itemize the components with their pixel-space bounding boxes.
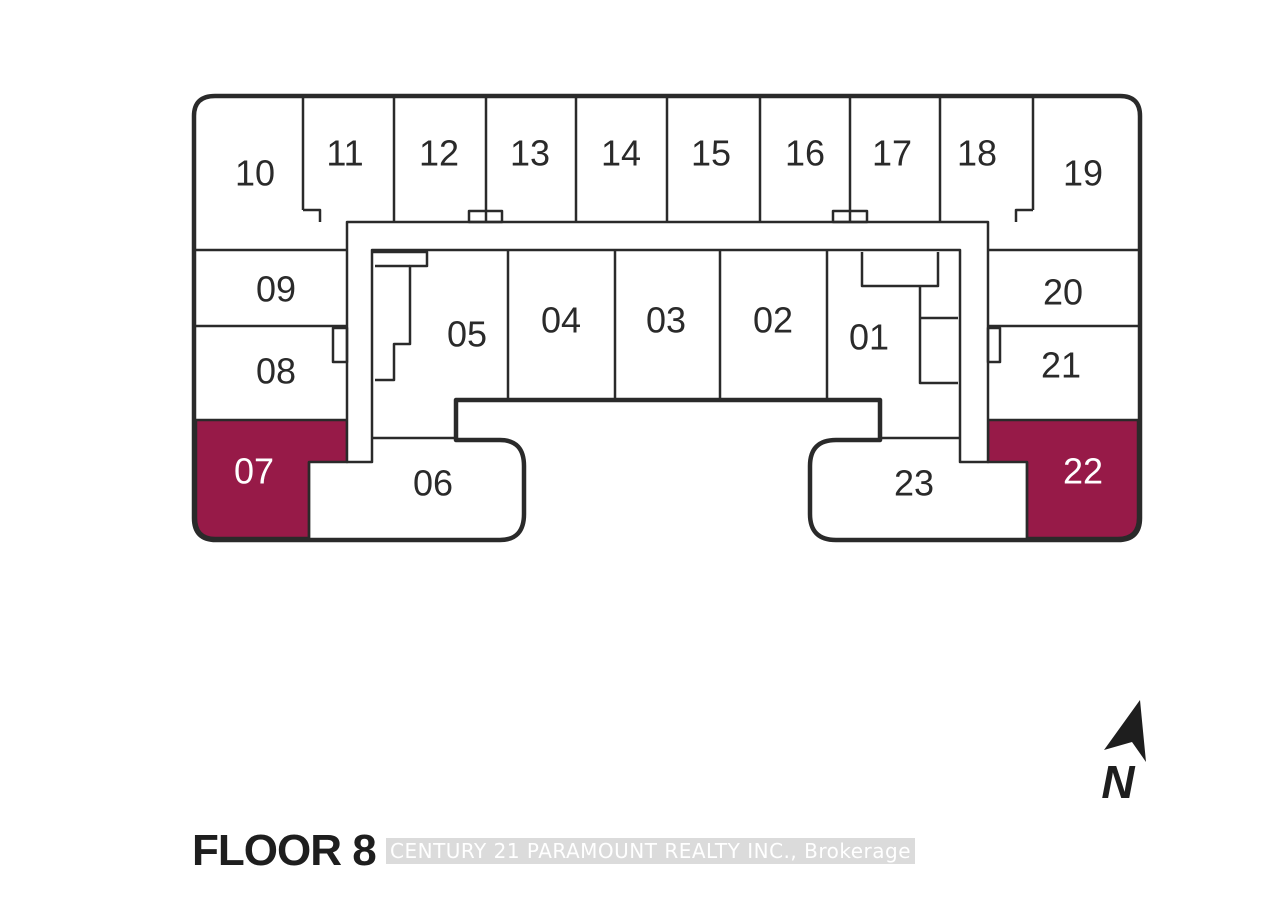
shaft [467, 209, 504, 224]
shaft [831, 209, 869, 224]
unit-label-16: 16 [785, 133, 825, 174]
core [372, 250, 429, 382]
unit-label-14: 14 [601, 133, 641, 174]
unit-label-11: 11 [326, 133, 363, 174]
unit-label-04: 04 [541, 300, 581, 341]
unit-label-20: 20 [1043, 272, 1083, 313]
unit-label-10: 10 [235, 153, 275, 194]
building-outline [191, 93, 1143, 543]
shaft [331, 326, 349, 364]
unit-label-22: 22 [1063, 451, 1103, 492]
core [918, 286, 958, 385]
floor-title: FLOOR 8 [192, 826, 377, 875]
unit-label-15: 15 [691, 133, 731, 174]
watermark: CENTURY 21 PARAMOUNT REALTY INC., Broker… [386, 838, 916, 864]
unit-label-03: 03 [646, 300, 686, 341]
corridor-wall [345, 220, 990, 464]
unit-label-23: 23 [894, 463, 934, 504]
unit-label-06: 06 [413, 463, 453, 504]
unit-label-02: 02 [753, 300, 793, 341]
unit-label-21: 21 [1041, 345, 1081, 386]
core [860, 252, 940, 288]
unit-label-07: 07 [234, 451, 274, 492]
unit-label-12: 12 [419, 133, 459, 174]
shaft [986, 326, 1002, 364]
north-label: N [1101, 756, 1135, 808]
unit-label-01: 01 [849, 317, 889, 358]
unit-label-17: 17 [872, 133, 912, 174]
north-arrow-icon: N [1101, 700, 1146, 808]
divider [303, 208, 322, 222]
divider [1014, 208, 1033, 222]
unit-label-19: 19 [1063, 153, 1103, 194]
unit-label-08: 08 [256, 351, 296, 392]
unit-label-18: 18 [957, 133, 997, 174]
unit-label-05: 05 [447, 314, 487, 355]
unit-label-13: 13 [510, 133, 550, 174]
unit-label-09: 09 [256, 269, 296, 310]
